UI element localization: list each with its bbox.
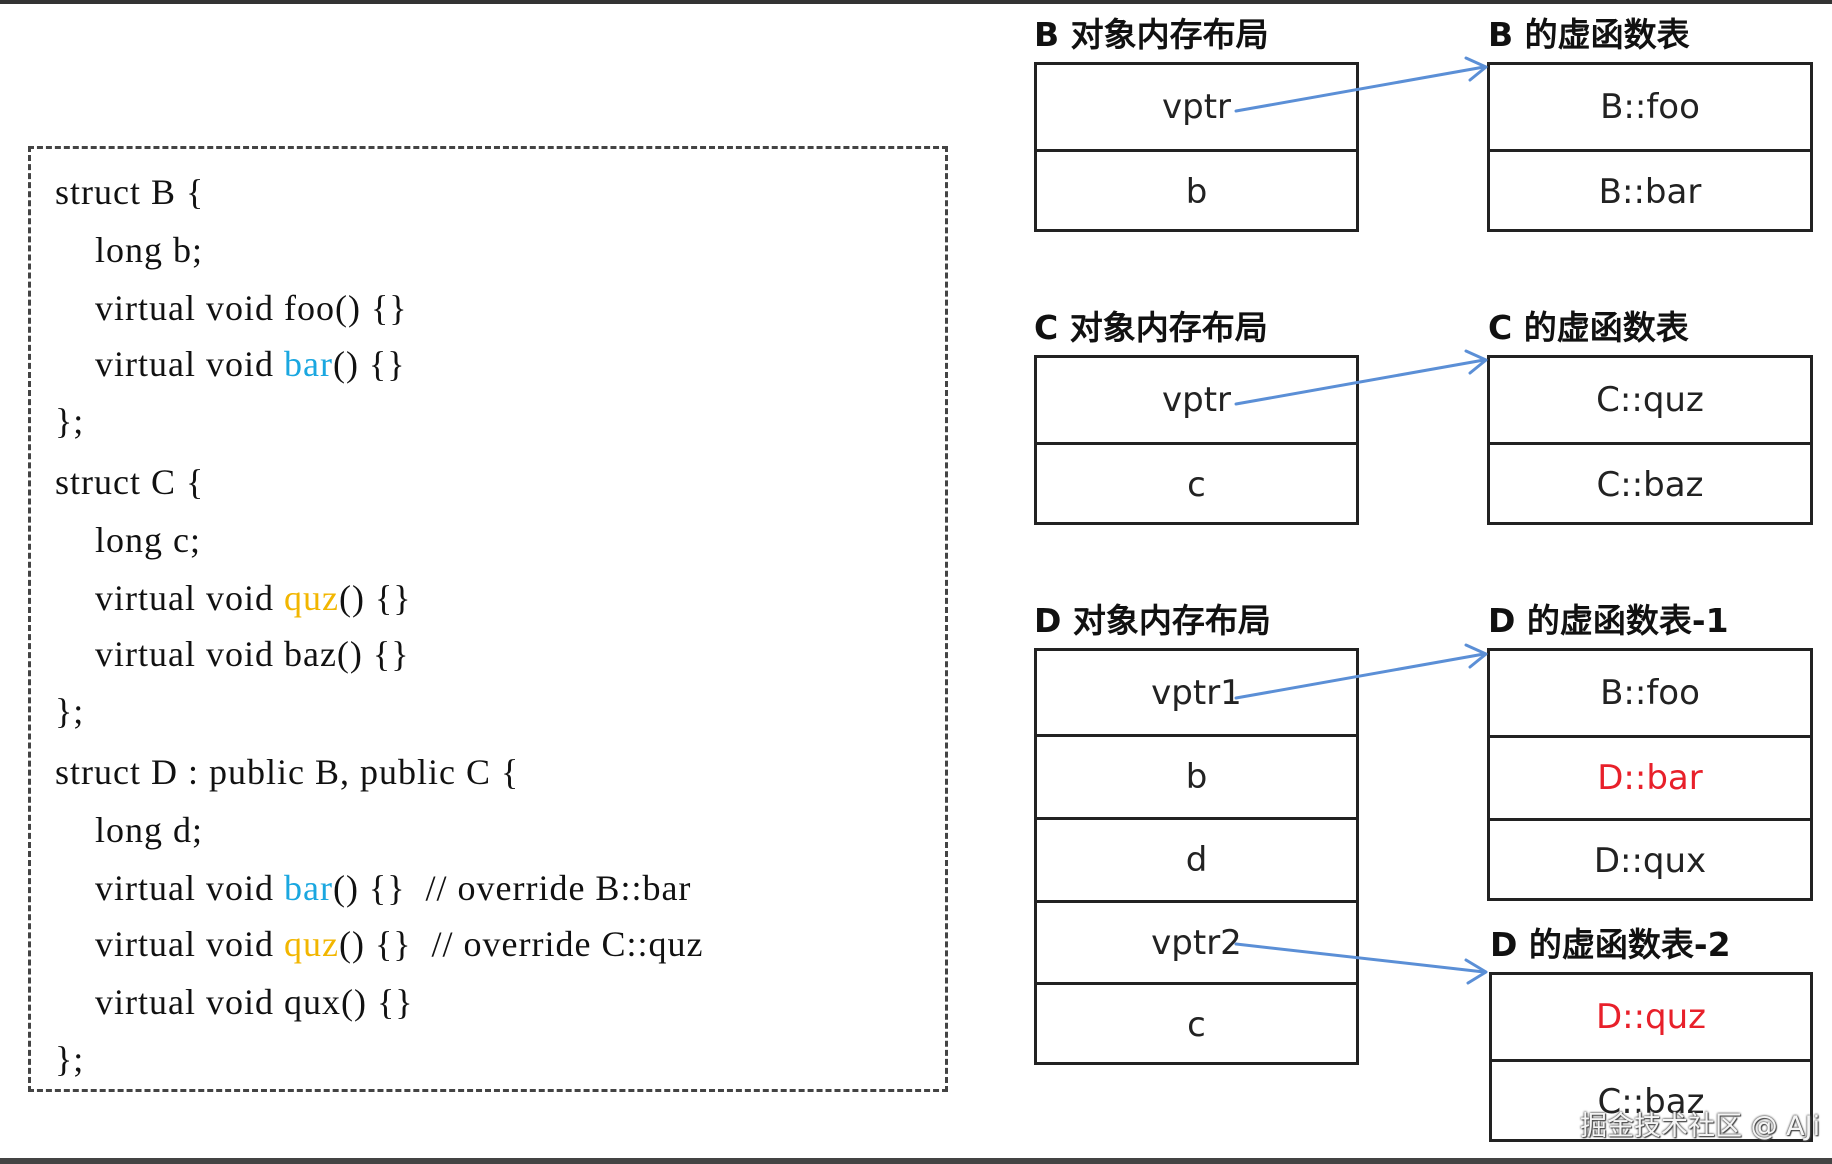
layout-cell: vptr <box>1161 380 1231 420</box>
code-text: () {} // override C::quz <box>338 924 704 964</box>
watermark: 掘金技术社区 @ AJi <box>1580 1111 1821 1142</box>
highlighted-method-name: quz <box>283 924 339 964</box>
vtable-entry: C::baz <box>1490 442 1810 525</box>
d-vtable-1-title: D 的虚函数表-1 <box>1488 601 1729 640</box>
arrowhead-c-vptr <box>1464 349 1488 375</box>
arrow-d-vptr1 <box>1234 652 1486 700</box>
highlighted-method-name: quz <box>283 578 339 618</box>
code-text: () {} // override B::bar <box>332 868 692 908</box>
d-vtable-2-table: D::quz C::baz <box>1489 972 1813 1142</box>
layout-cell: vptr1 <box>1151 672 1242 713</box>
highlighted-method-name: bar <box>283 344 333 384</box>
c-vtable-title: C 的虚函数表 <box>1488 308 1689 347</box>
code-line: long d; <box>55 810 204 850</box>
vtable-entry: B::foo <box>1600 673 1700 713</box>
b-object-layout-table: vptr b <box>1034 62 1359 232</box>
code-line: }; <box>55 691 85 731</box>
d-object-layout-title: D 对象内存布局 <box>1034 601 1271 640</box>
code-line: virtual void qux() {} <box>55 982 414 1022</box>
arrowhead-b-vptr <box>1464 56 1488 82</box>
code-text: virtual void <box>55 924 284 964</box>
vtable-entry: D::qux <box>1490 818 1810 901</box>
arrowhead-d-vptr2 <box>1464 958 1488 985</box>
code-text: () {} <box>338 578 412 618</box>
c-object-layout-title: C 对象内存布局 <box>1034 308 1268 347</box>
vtable-entry-override: D::bar <box>1490 735 1810 818</box>
vtable-entry: B::foo <box>1600 87 1700 127</box>
code-line: virtual void quz() {} <box>55 577 412 619</box>
code-line: virtual void bar() {} <box>55 343 406 385</box>
code-line: struct B { <box>55 172 205 212</box>
arrow-d-vptr2 <box>1234 942 1486 974</box>
top-border <box>0 0 1832 4</box>
bottom-border <box>0 1158 1832 1164</box>
code-line: virtual void bar() {} // override B::bar <box>55 867 691 909</box>
c-vtable-table: C::quz C::baz <box>1487 355 1813 525</box>
code-text: virtual void <box>55 344 284 384</box>
layout-cell: d <box>1037 817 1356 900</box>
code-line: long c; <box>55 520 201 560</box>
b-object-layout-title: B 对象内存布局 <box>1034 15 1269 54</box>
code-line: virtual void foo() {} <box>55 288 408 328</box>
code-text: virtual void <box>55 578 284 618</box>
arrowhead-d-vptr1 <box>1464 643 1488 669</box>
vtable-entry: C::baz <box>1492 1059 1810 1142</box>
code-text: () {} <box>332 344 406 384</box>
vtable-entry-override: D::quz <box>1595 997 1707 1037</box>
arrow-c-vptr <box>1234 358 1486 406</box>
d-object-layout-table: vptr1 b d vptr2 c <box>1034 648 1359 1065</box>
b-vtable-title: B 的虚函数表 <box>1488 15 1690 54</box>
code-line: virtual void quz() {} // override C::quz <box>55 923 703 965</box>
vtable-entry: C::quz <box>1596 380 1704 420</box>
layout-cell: b <box>1037 149 1356 232</box>
code-text: virtual void <box>55 868 284 908</box>
vtable-entry: B::bar <box>1490 149 1810 232</box>
code-panel: struct B { long b; virtual void foo() {}… <box>28 146 948 1092</box>
code-line: long b; <box>55 230 204 270</box>
b-vtable-table: B::foo B::bar <box>1487 62 1813 232</box>
layout-cell: vptr <box>1161 87 1231 127</box>
layout-cell: c <box>1037 982 1356 1065</box>
d-vtable-1-table: B::foo D::bar D::qux <box>1487 648 1813 901</box>
d-vtable-2-title: D 的虚函数表-2 <box>1490 925 1731 964</box>
code-line: }; <box>55 401 85 441</box>
layout-cell: c <box>1037 442 1356 525</box>
code-line: struct C { <box>55 462 205 502</box>
c-object-layout-table: vptr c <box>1034 355 1359 525</box>
code-line: }; <box>55 1039 85 1079</box>
layout-cell: b <box>1037 734 1356 817</box>
arrow-b-vptr <box>1234 65 1486 113</box>
code-line: struct D : public B, public C { <box>55 752 520 792</box>
code-line: virtual void baz() {} <box>55 634 410 674</box>
highlighted-method-name: bar <box>283 868 333 908</box>
layout-cell: vptr2 <box>1037 900 1356 982</box>
